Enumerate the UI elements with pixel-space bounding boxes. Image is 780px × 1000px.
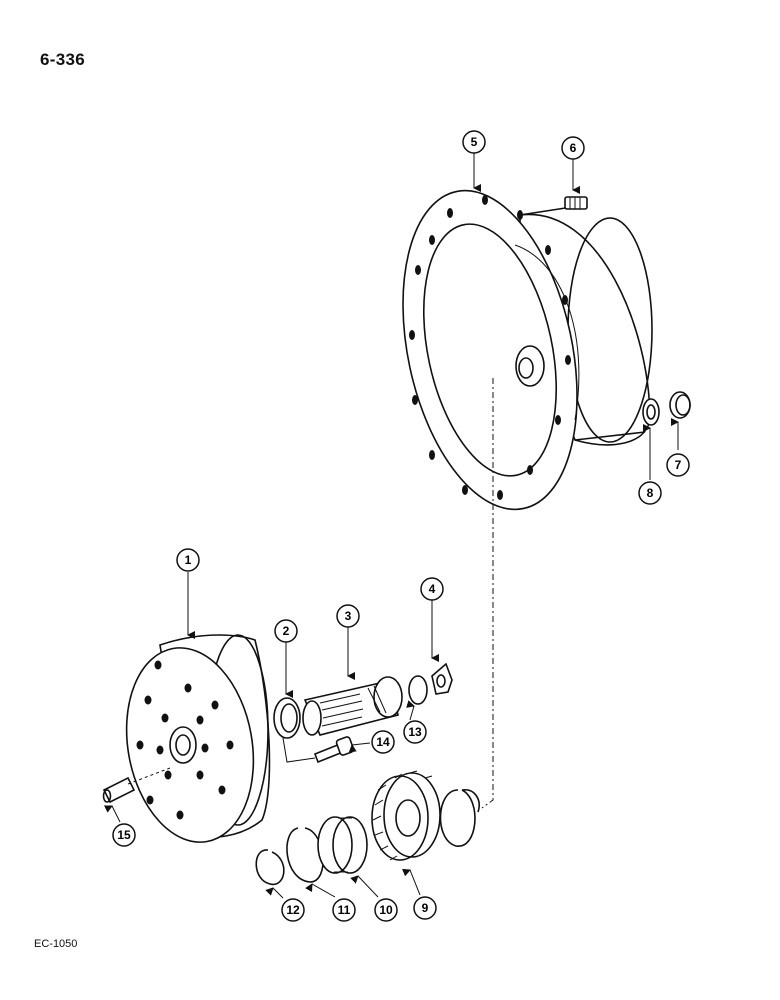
housing-part-5: [402, 189, 653, 511]
callout-label-11: 11: [338, 903, 351, 917]
callout-3: 3: [336, 604, 360, 628]
callout-10: 10: [374, 898, 398, 922]
callout-leaders: [103, 153, 679, 899]
callout-label-15: 15: [117, 828, 131, 842]
callout-label-4: 4: [429, 582, 436, 596]
callout-15: 15: [112, 823, 136, 847]
pin-part-15: [102, 767, 171, 804]
planet-gear-part-9: [371, 770, 441, 861]
callout-5: 5: [462, 130, 486, 154]
lock-washer-part-4: [431, 662, 453, 695]
callout-label-13: 13: [408, 725, 422, 739]
washer-part-8: [642, 398, 660, 426]
callout-label-8: 8: [647, 486, 654, 500]
planet-carrier-part-1: [125, 634, 271, 843]
splined-shaft-part-3: [302, 676, 403, 736]
bolt-part-14: [313, 736, 355, 764]
callout-label-12: 12: [286, 903, 300, 917]
callout-label-10: 10: [379, 903, 393, 917]
callout-9: 9: [413, 896, 437, 920]
callout-14: 14: [371, 730, 395, 754]
callout-13: 13: [403, 720, 427, 744]
needle-bearing-part-10: [317, 816, 368, 874]
callout-2: 2: [274, 619, 298, 643]
callout-11: 11: [332, 898, 356, 922]
callout-label-14: 14: [376, 735, 390, 749]
callout-label-6: 6: [570, 141, 577, 155]
callout-label-5: 5: [471, 135, 478, 149]
callout-12: 12: [281, 898, 305, 922]
callout-1: 1: [176, 548, 200, 572]
callout-label-9: 9: [422, 901, 429, 915]
callout-label-3: 3: [345, 609, 352, 623]
screw-part-6: [564, 196, 588, 210]
callout-label-1: 1: [185, 553, 192, 567]
plug-part-7: [669, 391, 691, 419]
retaining-ring: [439, 789, 480, 847]
callout-6: 6: [561, 136, 585, 160]
callout-label-7: 7: [675, 458, 682, 472]
thrust-washer-part-2: [273, 697, 301, 739]
page-number: 6-336: [40, 50, 85, 69]
snap-ring-part-13: [408, 675, 428, 705]
callout-8: 8: [638, 481, 662, 505]
callout-4: 4: [420, 577, 444, 601]
figure-code: EC-1050: [34, 938, 78, 950]
callout-7: 7: [666, 453, 690, 477]
callout-label-2: 2: [283, 624, 290, 638]
snap-ring-part-11: [286, 827, 324, 883]
snap-ring-part-12: [255, 849, 285, 886]
